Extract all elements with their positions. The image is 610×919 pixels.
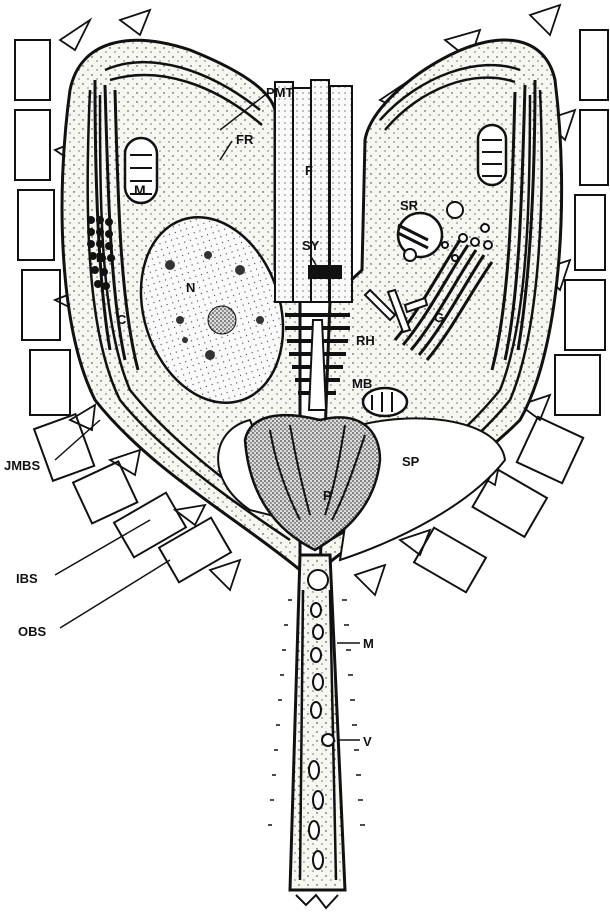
stalk-tip bbox=[296, 895, 338, 908]
mitochondrion-right bbox=[478, 125, 506, 185]
label-ibs: IBS bbox=[16, 571, 38, 586]
root-center bbox=[309, 320, 326, 410]
label-c: C bbox=[117, 312, 127, 327]
label-m-lower: M bbox=[363, 636, 374, 651]
label-rh: RH bbox=[356, 333, 375, 348]
label-g: G bbox=[434, 310, 444, 325]
label-pmt: PMT bbox=[266, 85, 294, 100]
sy-box bbox=[308, 265, 342, 279]
label-p: P bbox=[323, 488, 332, 503]
label-jmbs: JMBS bbox=[4, 458, 40, 473]
label-m-upper: M bbox=[134, 182, 146, 198]
label-fr: FR bbox=[236, 132, 254, 147]
label-obs: OBS bbox=[18, 624, 47, 639]
label-sr: SR bbox=[400, 198, 419, 213]
label-f: F bbox=[305, 163, 313, 178]
mb-body bbox=[363, 388, 407, 416]
label-sp: SP bbox=[402, 454, 420, 469]
label-n: N bbox=[186, 280, 195, 295]
label-v: V bbox=[363, 734, 372, 749]
label-mb: MB bbox=[352, 376, 372, 391]
label-sy: SY bbox=[302, 238, 320, 253]
label-e: E bbox=[96, 250, 105, 265]
